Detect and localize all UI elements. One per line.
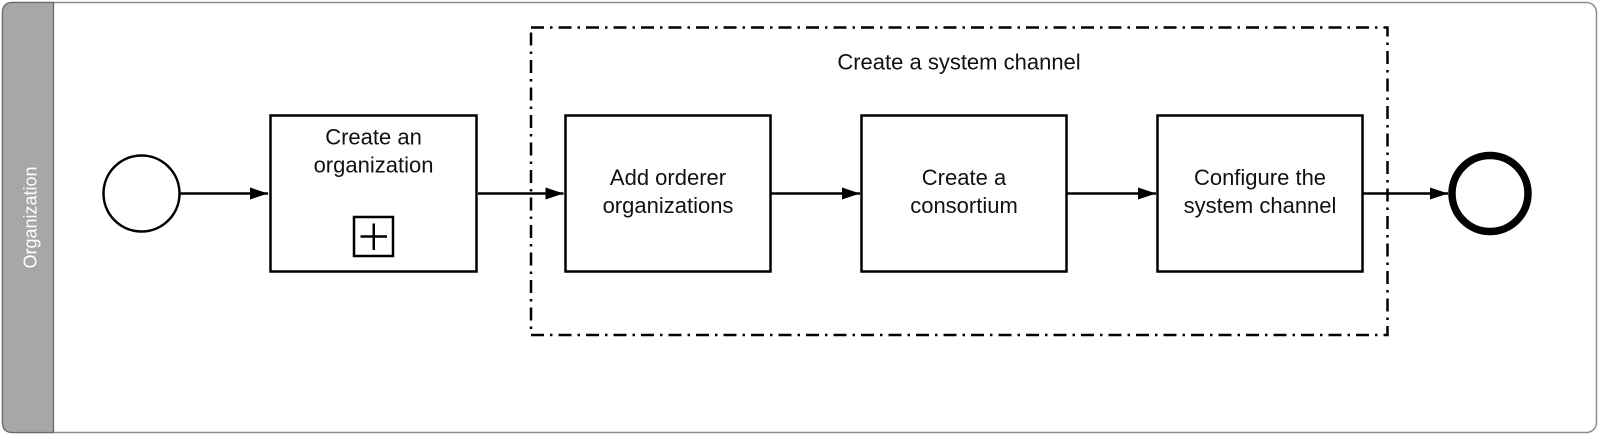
task-create-a-consortium: Create a consortium — [860, 114, 1068, 273]
task-label-line1: Create an — [325, 125, 422, 150]
task-label-line1: Configure the — [1194, 165, 1326, 190]
task-label-line1: Create a — [922, 165, 1007, 190]
task-label-line2: system channel — [1184, 193, 1337, 218]
group-boundary — [529, 26, 1389, 337]
subprocess-plus-icon — [352, 215, 395, 258]
task-label-line2: consortium — [910, 193, 1018, 218]
task-add-orderer-organizations: Add orderer organizations — [564, 114, 772, 273]
task-box — [860, 114, 1068, 273]
task-box — [564, 114, 772, 273]
task-label-line1: Add orderer — [610, 165, 726, 190]
group-title: Create a system channel — [837, 50, 1080, 75]
task-create-an-organization: Create an organization — [269, 114, 478, 273]
lane-label: Organization — [21, 166, 41, 268]
task-label-line2: organization — [314, 153, 434, 178]
task-label-line2: organizations — [603, 193, 734, 218]
task-box — [1156, 114, 1364, 273]
lane-header — [1, 1, 55, 434]
start-event — [102, 154, 181, 233]
end-event — [1448, 151, 1532, 236]
task-configure-the-system-channel: Configure the system channel — [1156, 114, 1364, 273]
